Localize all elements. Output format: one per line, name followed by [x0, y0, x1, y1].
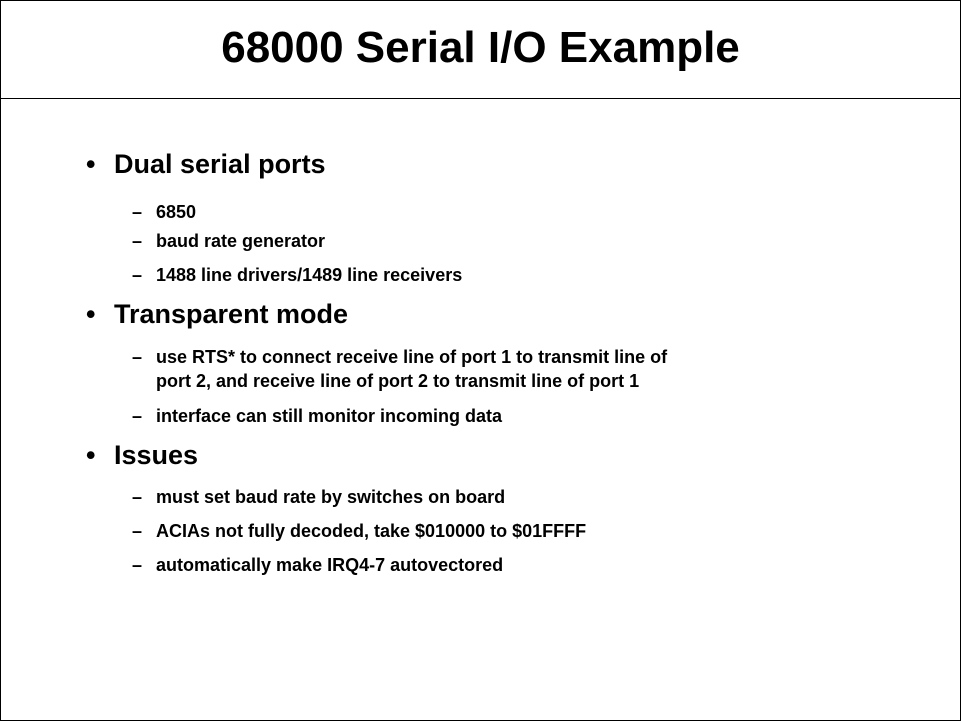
bullet-dual-serial-ports: • Dual serial ports	[86, 149, 326, 180]
bullet-label: Issues	[114, 440, 199, 470]
sub-item: –6850	[132, 200, 196, 224]
dash-icon: –	[132, 202, 143, 222]
dash-icon: –	[132, 265, 143, 285]
sub-item-text: ACIAs not fully decoded, take $010000 to…	[156, 521, 587, 541]
dash-icon: –	[132, 347, 143, 367]
sub-item: –interface can still monitor incoming da…	[132, 404, 502, 428]
sub-item: –use RTS* to connect receive line of por…	[132, 345, 667, 393]
bullet-label: Dual serial ports	[114, 149, 326, 179]
sub-item-text-line: port 2, and receive line of port 2 to tr…	[156, 371, 640, 391]
slide-title: 68000 Serial I/O Example	[221, 22, 740, 72]
dash-icon: –	[132, 521, 143, 541]
title-bar: 68000 Serial I/O Example	[1, 1, 960, 99]
sub-item: –automatically make IRQ4-7 autovectored	[132, 553, 503, 577]
sub-item-text-wrapped: use RTS* to connect receive line of port…	[156, 345, 667, 393]
dash-icon: –	[132, 555, 143, 575]
bullet-icon: •	[86, 299, 96, 329]
sub-item-text: automatically make IRQ4-7 autovectored	[156, 555, 504, 575]
sub-item: –must set baud rate by switches on board	[132, 485, 505, 509]
dash-icon: –	[132, 406, 143, 426]
bullet-label: Transparent mode	[114, 299, 349, 329]
sub-item-text: must set baud rate by switches on board	[156, 487, 506, 507]
sub-item-text: interface can still monitor incoming dat…	[156, 406, 503, 426]
sub-item: –baud rate generator	[132, 229, 325, 253]
dash-icon: –	[132, 487, 143, 507]
sub-item: –ACIAs not fully decoded, take $010000 t…	[132, 519, 586, 543]
bullet-icon: •	[86, 440, 96, 470]
bullet-issues: • Issues	[86, 440, 198, 471]
sub-item-text: baud rate generator	[156, 231, 326, 251]
sub-item: –1488 line drivers/1489 line receivers	[132, 263, 462, 287]
bullet-icon: •	[86, 149, 96, 179]
sub-item-text-line: use RTS* to connect receive line of port…	[156, 347, 668, 367]
sub-item-text: 6850	[156, 202, 197, 222]
bullet-transparent-mode: • Transparent mode	[86, 299, 348, 330]
sub-item-text: 1488 line drivers/1489 line receivers	[156, 265, 463, 285]
dash-icon: –	[132, 231, 143, 251]
